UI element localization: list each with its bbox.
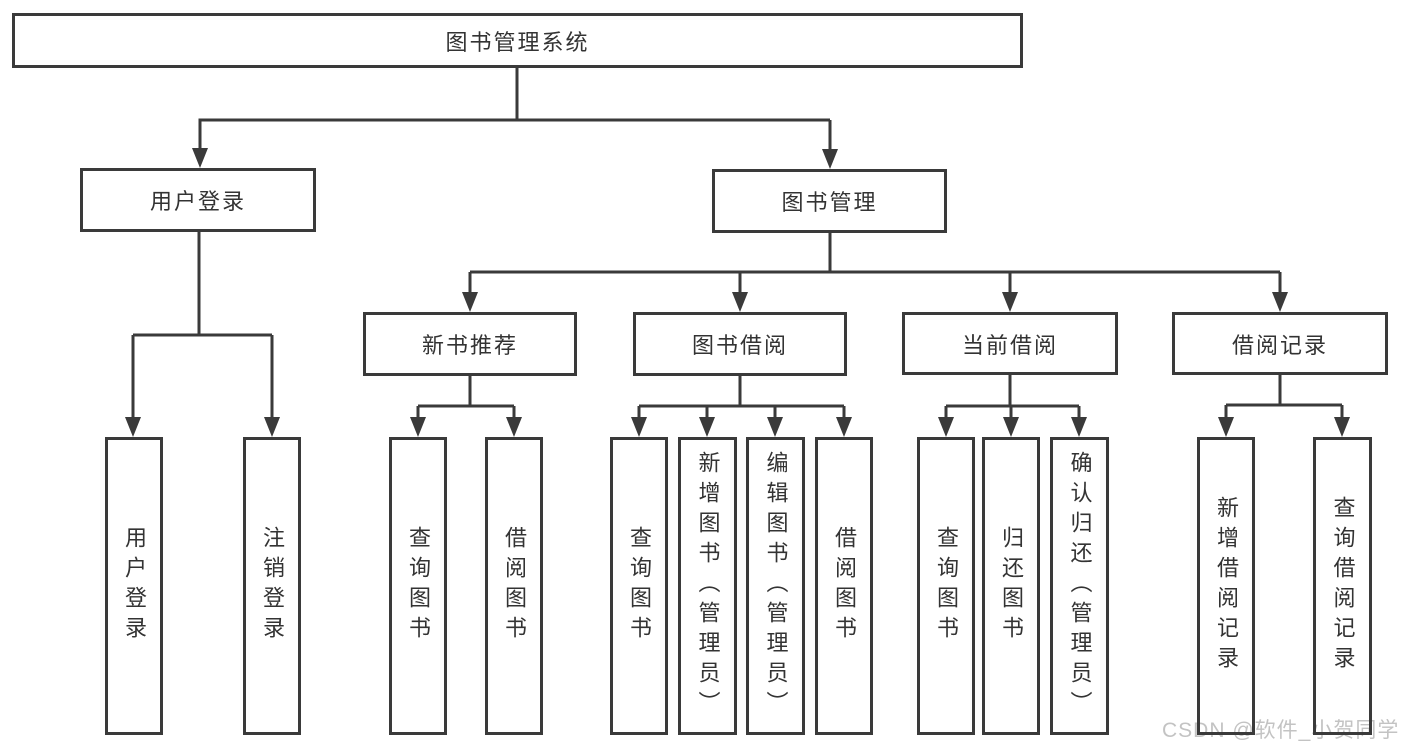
node-user-login: 用户登录	[80, 168, 316, 232]
arrowhead	[836, 417, 852, 437]
arrowhead	[1334, 417, 1350, 437]
leaf-edit-books-admin: 编辑图书（管理员）	[746, 437, 805, 735]
arrowhead	[631, 417, 647, 437]
edge-current-split	[944, 375, 1081, 419]
edge-root-split	[198, 68, 832, 151]
leaf-add-books-admin: 新增图书（管理员）	[678, 437, 737, 735]
arrowhead	[732, 292, 748, 312]
arrowhead	[1272, 292, 1288, 312]
leaf-borrow-books-recommend: 借阅图书	[485, 437, 543, 735]
arrowhead	[264, 417, 280, 437]
arrowhead	[767, 417, 783, 437]
arrowhead	[699, 417, 715, 437]
edge-book-split	[468, 233, 1282, 293]
leaf-query-books-borrow: 查询图书	[610, 437, 668, 735]
arrowhead	[462, 292, 478, 312]
leaf-logout: 注销登录	[243, 437, 301, 735]
arrowhead	[125, 417, 141, 437]
leaf-return-books: 归还图书	[982, 437, 1040, 735]
arrowhead	[1218, 417, 1234, 437]
arrowhead	[192, 148, 208, 168]
leaf-user-login: 用户登录	[105, 437, 163, 735]
node-current-borrowing: 当前借阅	[902, 312, 1118, 375]
edge-newbook-split	[416, 376, 516, 419]
leaf-borrow-books: 借阅图书	[815, 437, 873, 735]
arrowhead	[410, 417, 426, 437]
leaf-query-borrow-record: 查询借阅记录	[1313, 437, 1372, 735]
node-book-borrowing: 图书借阅	[633, 312, 847, 376]
csdn-watermark: CSDN @软件_小贺同学	[1162, 719, 1400, 742]
arrowhead	[822, 149, 838, 169]
arrowhead	[938, 417, 954, 437]
node-book-management: 图书管理	[712, 169, 947, 233]
leaf-add-borrow-record: 新增借阅记录	[1197, 437, 1255, 735]
arrowhead	[506, 417, 522, 437]
node-borrowing-records: 借阅记录	[1172, 312, 1388, 375]
node-library-system: 图书管理系统	[12, 13, 1023, 68]
leaf-query-books-current: 查询图书	[917, 437, 975, 735]
edge-borrow-split	[637, 376, 846, 419]
arrowhead	[1071, 417, 1087, 437]
edge-record-split	[1224, 375, 1344, 419]
node-new-book-recommend: 新书推荐	[363, 312, 577, 376]
edge-user-split	[131, 232, 274, 419]
leaf-confirm-return-admin: 确认归还（管理员）	[1050, 437, 1109, 735]
arrowhead	[1003, 417, 1019, 437]
leaf-query-books-recommend: 查询图书	[389, 437, 447, 735]
arrowhead	[1002, 292, 1018, 312]
